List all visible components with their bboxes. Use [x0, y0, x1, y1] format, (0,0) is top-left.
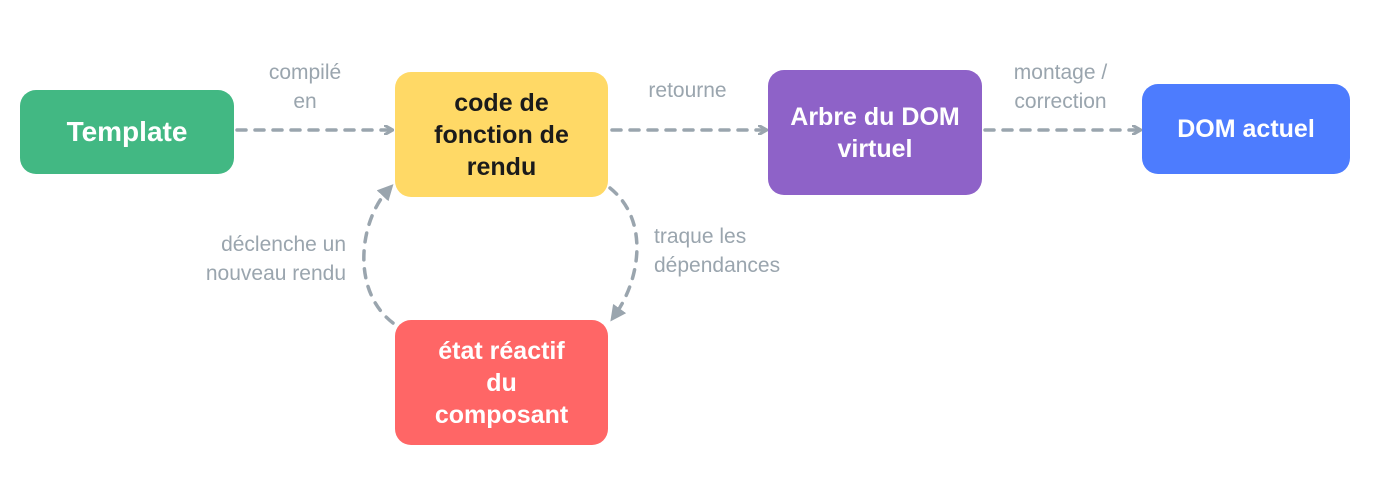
dom-node-label: DOM actuel	[1177, 114, 1315, 143]
compiled-label: compilé en	[268, 61, 342, 113]
vdom-node-label: Arbre du DOM virtuel	[790, 102, 960, 163]
reactive-state-node: état réactif du composant	[395, 320, 608, 445]
dom-node: DOM actuel	[1142, 84, 1350, 174]
tracks-label: traque les dépendances	[654, 225, 781, 277]
triggers-label: déclenche un nouveau rendu	[205, 233, 346, 285]
render-code-node: code de fonction de rendu	[395, 72, 608, 197]
returns-label: retourne	[648, 79, 727, 102]
arrow-state-to-render	[362, 184, 395, 325]
mount-label: montage / correction	[1013, 61, 1108, 113]
render-code-node-label: code de fonction de rendu	[434, 88, 569, 181]
vdom-node: Arbre du DOM virtuel	[768, 70, 982, 195]
template-node: Template	[20, 90, 234, 174]
reactive-state-node-label: état réactif du composant	[434, 336, 569, 429]
template-node-label: Template	[66, 116, 188, 147]
arrow-render-to-state	[608, 186, 639, 322]
